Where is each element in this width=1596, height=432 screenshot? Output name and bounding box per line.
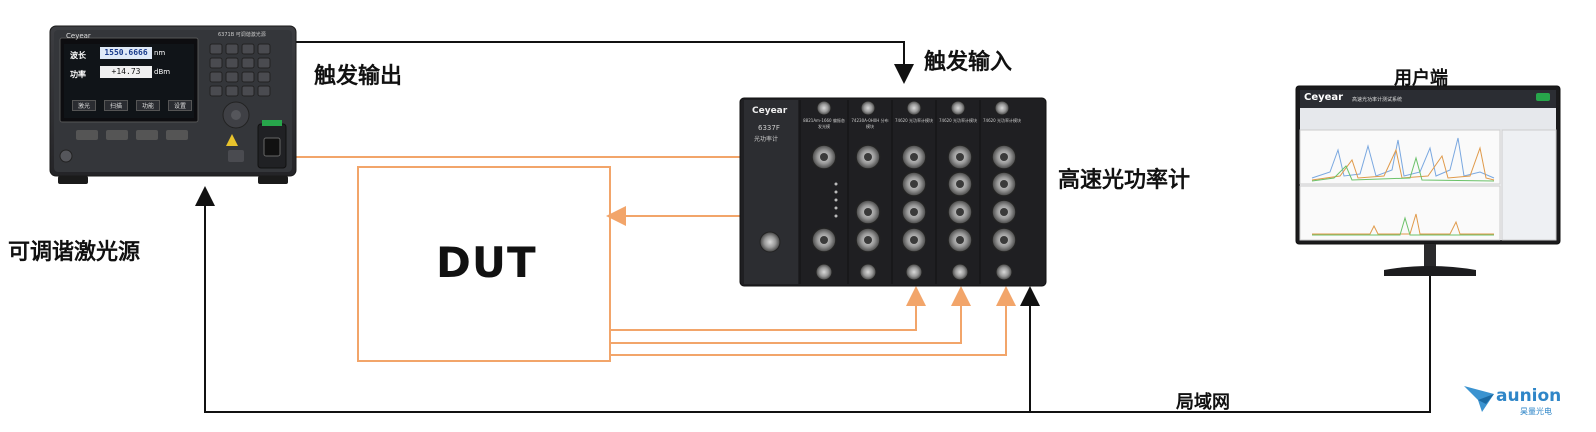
wavelength-unit: nm xyxy=(154,49,166,57)
meter-subtitle: 光功率计 xyxy=(754,136,779,143)
meter-brand: Ceyear xyxy=(752,106,788,116)
laser-brand: Ceyear xyxy=(66,32,91,40)
dut-label: DUT xyxy=(436,238,537,287)
wavelength-value: 1550.6666 xyxy=(100,47,152,59)
power-unit: dBm xyxy=(154,68,171,76)
watermark-sub: 昊量光电 xyxy=(1520,407,1552,416)
module-label-2: 74230A-0H0H 分布模块 xyxy=(851,118,889,129)
softkey-2: 扫描 xyxy=(104,100,128,111)
softkey-3: 功能 xyxy=(136,100,160,111)
power-value: +14.73 xyxy=(100,66,152,78)
power-meter-device xyxy=(739,97,1047,287)
user-terminal-label: 用户端 xyxy=(1394,68,1448,89)
module-label-3: 74620 光功率计模块 xyxy=(895,118,933,123)
module-label-5: 74620 光功率计模块 xyxy=(983,118,1021,123)
laser-source-label: 可调谐激光源 xyxy=(8,240,141,265)
power-label: 功率 xyxy=(70,70,86,79)
laser-softkeys: 激光 扫描 功能 设置 xyxy=(72,100,192,111)
monitor-app-title: 高速光功率计测试系统 xyxy=(1352,97,1403,103)
meter-model: 6337F xyxy=(758,124,780,132)
laser-model: 6371B 可调谐激光源 xyxy=(218,32,266,38)
trigger-in-label: 触发输入 xyxy=(924,50,1013,75)
softkey-1: 激光 xyxy=(72,100,96,111)
module-label-4: 74620 光功率计模块 xyxy=(939,118,977,123)
trigger-line xyxy=(296,41,914,84)
trigger-out-label: 触发输出 xyxy=(314,64,403,89)
module-label-1: 8821Am-1660 偏振态发光模 xyxy=(803,118,845,129)
watermark-brand: aunion xyxy=(1496,386,1562,406)
aunion-logo-icon xyxy=(1464,386,1494,412)
power-meter-label: 高速光功率计 xyxy=(1058,168,1191,193)
wavelength-label: 波长 xyxy=(70,51,86,60)
lan-label: 局域网 xyxy=(1176,392,1230,413)
softkey-4: 设置 xyxy=(168,100,192,111)
user-monitor xyxy=(1295,85,1561,276)
lan-lines xyxy=(195,186,1431,413)
monitor-brand: Ceyear xyxy=(1304,92,1344,103)
